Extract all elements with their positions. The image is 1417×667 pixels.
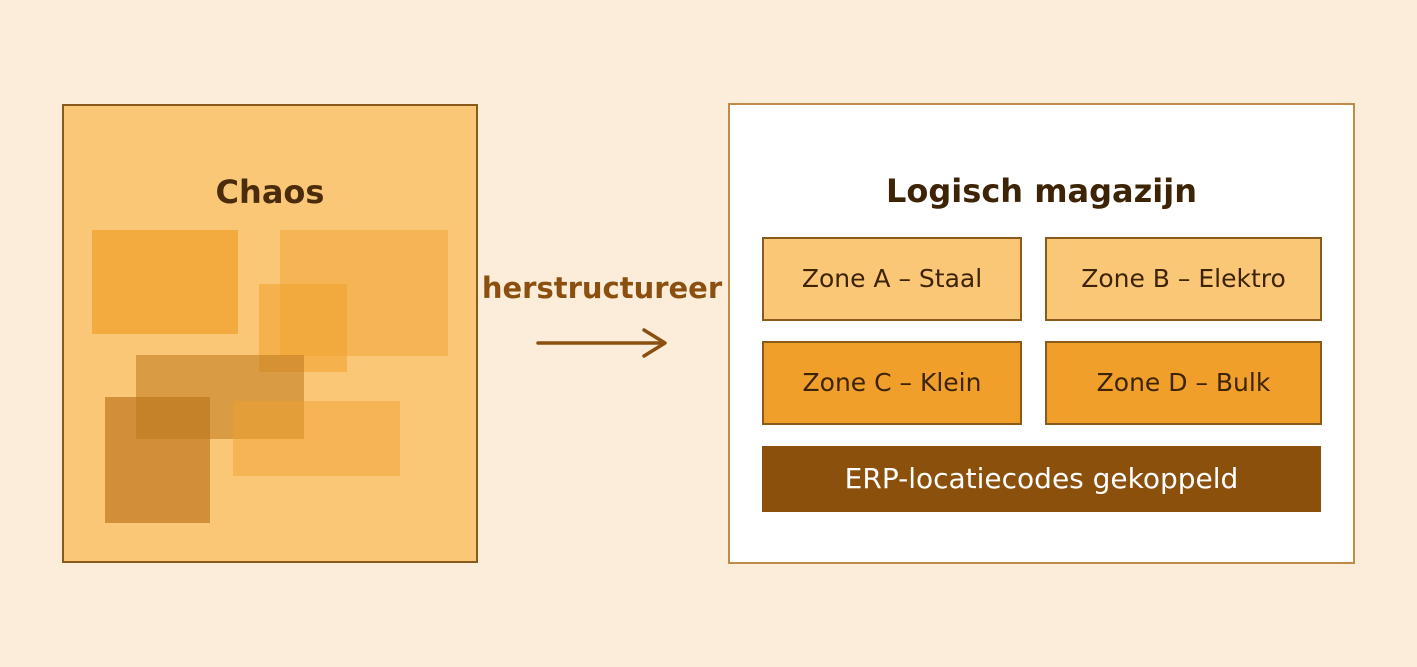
chaos-title: Chaos bbox=[215, 173, 325, 211]
chaos-block bbox=[92, 230, 238, 334]
chaos-block bbox=[105, 397, 210, 523]
logical-warehouse-title: Logisch magazijn bbox=[886, 172, 1197, 210]
zone-a-box: Zone A – Staal bbox=[762, 237, 1022, 321]
chaos-panel: Chaos bbox=[62, 104, 478, 563]
zone-c-box: Zone C – Klein bbox=[762, 341, 1022, 425]
zone-d-box: Zone D – Bulk bbox=[1045, 341, 1322, 425]
chaos-block bbox=[233, 401, 400, 476]
erp-codes-bar: ERP-locatiecodes gekoppeld bbox=[762, 446, 1321, 512]
arrow-right-icon bbox=[536, 328, 667, 358]
zone-b-box: Zone B – Elektro bbox=[1045, 237, 1322, 321]
transition-label: herstructureer bbox=[481, 271, 723, 305]
